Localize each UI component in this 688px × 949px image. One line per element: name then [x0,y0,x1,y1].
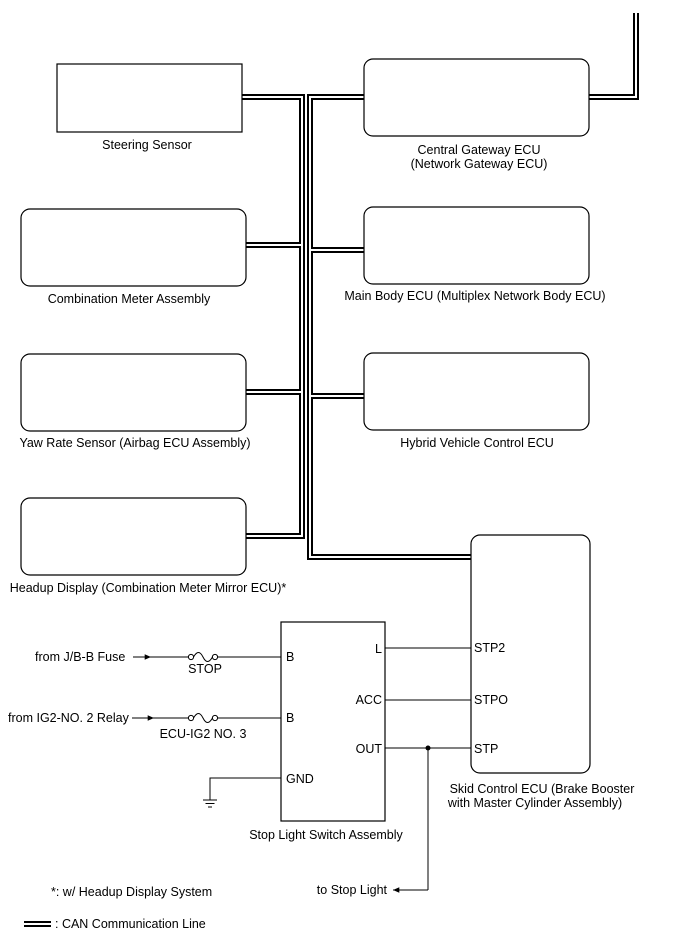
stop-light-switch-label: Stop Light Switch Assembly [249,828,403,842]
switch-pin-out: OUT [356,742,383,756]
switch-pin-acc: ACC [356,693,382,707]
switch-pin-gnd: GND [286,772,314,786]
switch-pin-b1: B [286,650,294,664]
steering-sensor-label: Steering Sensor [102,138,192,152]
steering-sensor-box [56,63,243,133]
footnote: *: w/ Headup Display System [51,885,212,899]
switch-pin-l: L [375,642,382,656]
ig2-relay-source-label: from IG2-NO. 2 Relay [8,711,130,725]
yaw-rate-sensor-box [20,353,247,432]
hybrid-vehicle-ecu-box [363,352,590,431]
central-gateway-label-1: Central Gateway ECU [418,143,541,157]
central-gateway-ecu-box [363,58,590,137]
combination-meter-label: Combination Meter Assembly [48,292,211,306]
yaw-rate-sensor-label: Yaw Rate Sensor (Airbag ECU Assembly) [19,436,250,450]
can-bus [242,13,639,560]
skid-control-label-2: with Master Cylinder Assembly) [447,796,622,810]
combination-meter-box [20,208,247,287]
headup-display-label: Headup Display (Combination Meter Mirror… [10,581,287,595]
to-stop-light-label: to Stop Light [317,883,388,897]
headup-display-box [20,497,247,576]
skid-control-ecu-box [470,534,591,774]
jb-fuse-source-label: from J/B-B Fuse [35,650,125,664]
ecu-pin-stp: STP [474,742,498,756]
switch-pin-b2: B [286,711,294,725]
can-line-legend-label: : CAN Communication Line [55,917,206,931]
central-gateway-label-2: (Network Gateway ECU) [411,157,548,171]
main-body-ecu-box [363,206,590,285]
ecu-pin-stpo: STPO [474,693,508,707]
ecu-ig2-fuse-label: ECU-IG2 NO. 3 [160,727,247,741]
skid-control-label-1: Skid Control ECU (Brake Booster [450,782,635,796]
stop-fuse-label: STOP [188,662,222,676]
stop-fuse-icon [187,651,219,662]
main-body-ecu-label: Main Body ECU (Multiplex Network Body EC… [344,289,605,303]
ground-icon [203,777,281,808]
ecu-pin-stp2: STP2 [474,641,505,655]
stop-light-switch-box [280,621,386,822]
ecu-ig2-fuse-icon [187,712,219,723]
signal-wiring [385,647,471,893]
hybrid-vehicle-ecu-label: Hybrid Vehicle Control ECU [400,436,554,450]
